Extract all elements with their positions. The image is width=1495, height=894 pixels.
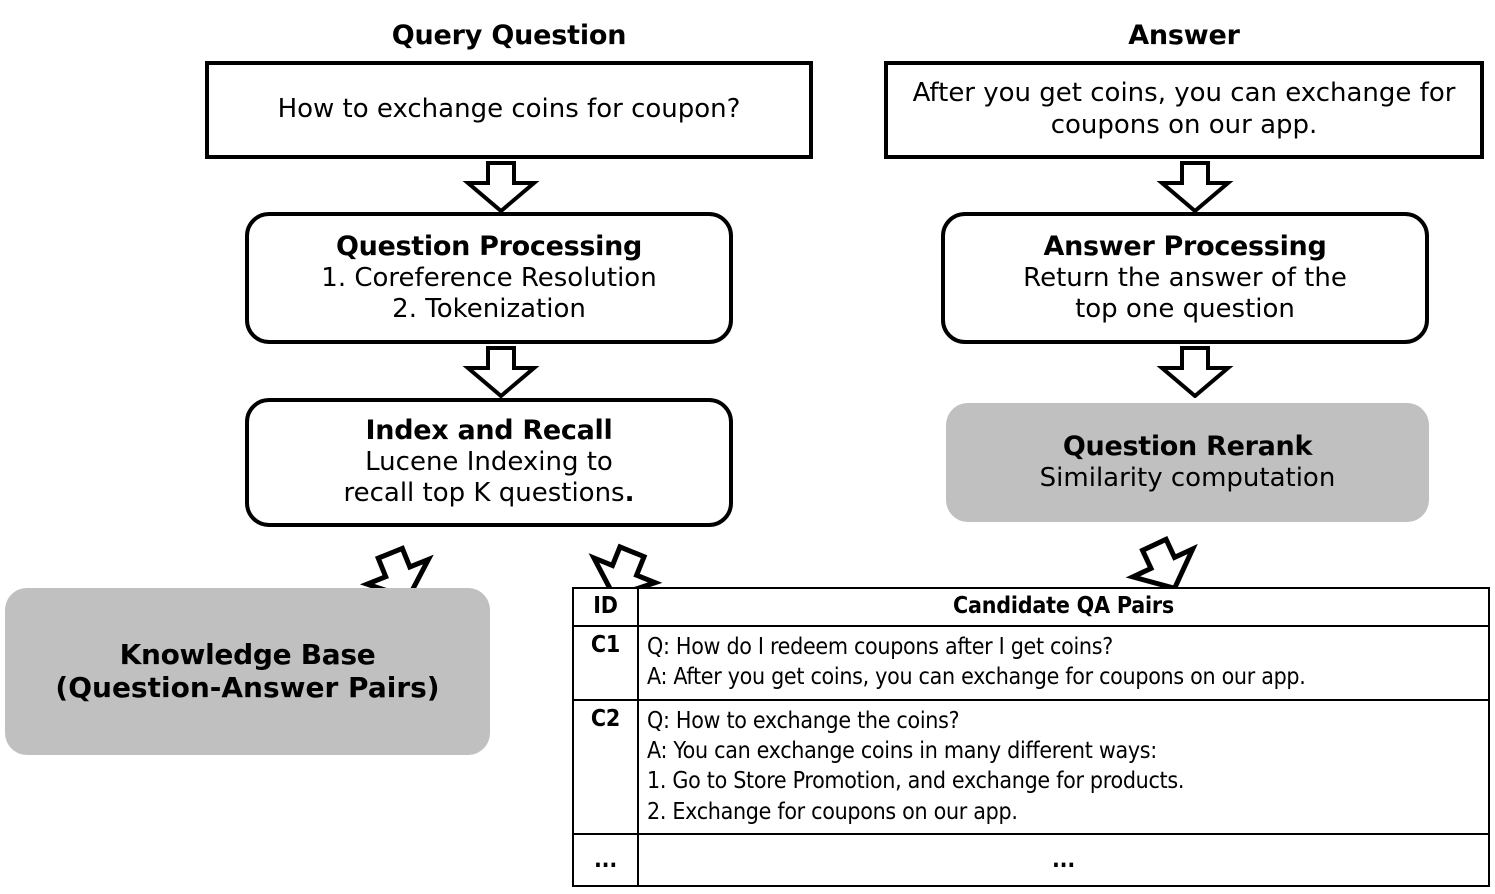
block-arrow-up-left-icon	[1117, 524, 1213, 602]
answer-text: After you get coins, you can exchange fo…	[912, 78, 1456, 140]
table-cell-qa-pair-ellipsis: ...	[637, 833, 1490, 888]
answer-processing-body: Return the answer of the top one questio…	[1023, 262, 1347, 324]
table-row: C1 Q: How do I redeem coupons after I ge…	[572, 625, 1490, 701]
question-processing-body: 1. Coreference Resolution 2. Tokenizatio…	[321, 262, 657, 324]
knowledge-base-subtitle: (Question-Answer Pairs)	[55, 671, 440, 705]
knowledge-base-box: Knowledge Base (Question-Answer Pairs)	[5, 588, 490, 755]
answer-column-title: Answer	[1128, 20, 1240, 51]
index-and-recall-period: .	[624, 478, 635, 509]
table-row: C2 Q: How to exchange the coins? A: You …	[572, 698, 1490, 836]
table-header-candidate-qa-pairs: Candidate QA Pairs	[637, 587, 1490, 627]
table-cell-qa-pair: Q: How to exchange the coins? A: You can…	[637, 698, 1490, 836]
table-cell-id: C2	[572, 698, 639, 836]
answer-processing-title: Answer Processing	[1043, 230, 1327, 262]
block-arrow-up-right-icon	[578, 533, 674, 611]
table-cell-qa-pair: Q: How do I redeem coupons after I get c…	[637, 625, 1490, 701]
question-processing-title: Question Processing	[335, 230, 643, 262]
question-rerank-box: Question Rerank Similarity computation	[946, 403, 1429, 522]
index-and-recall-title: Index and Recall	[365, 415, 613, 447]
index-and-recall-line2-text: recall top K questions	[343, 478, 625, 509]
block-arrow-down-icon	[455, 161, 547, 214]
question-processing-box: Question Processing 1. Coreference Resol…	[245, 212, 733, 344]
index-and-recall-box: Index and Recall Lucene Indexing to reca…	[245, 398, 733, 527]
query-question-text: How to exchange coins for coupon?	[277, 94, 741, 125]
question-rerank-title: Question Rerank	[1062, 430, 1313, 462]
table-cell-id: C1	[572, 625, 639, 701]
block-arrow-down-icon	[1149, 161, 1241, 214]
question-rerank-body: Similarity computation	[1039, 462, 1336, 493]
index-and-recall-line2: recall top K questions.	[343, 478, 634, 509]
candidate-qa-pairs-table: ID Candidate QA Pairs C1 Q: How do I red…	[572, 587, 1490, 888]
index-and-recall-line1: Lucene Indexing to	[365, 447, 613, 478]
table-cell-id-ellipsis: ...	[572, 833, 639, 888]
answer-box: After you get coins, you can exchange fo…	[884, 61, 1484, 159]
table-row: ... ...	[572, 833, 1490, 888]
block-arrow-down-icon	[455, 346, 547, 399]
block-arrow-down-icon	[1149, 346, 1241, 399]
table-header-id: ID	[572, 587, 639, 627]
query-question-column-title: Query Question	[391, 20, 627, 51]
query-question-box: How to exchange coins for coupon?	[205, 61, 813, 159]
answer-processing-box: Answer Processing Return the answer of t…	[941, 212, 1429, 344]
knowledge-base-title: Knowledge Base	[119, 638, 376, 672]
table-header-row: ID Candidate QA Pairs	[572, 587, 1490, 627]
